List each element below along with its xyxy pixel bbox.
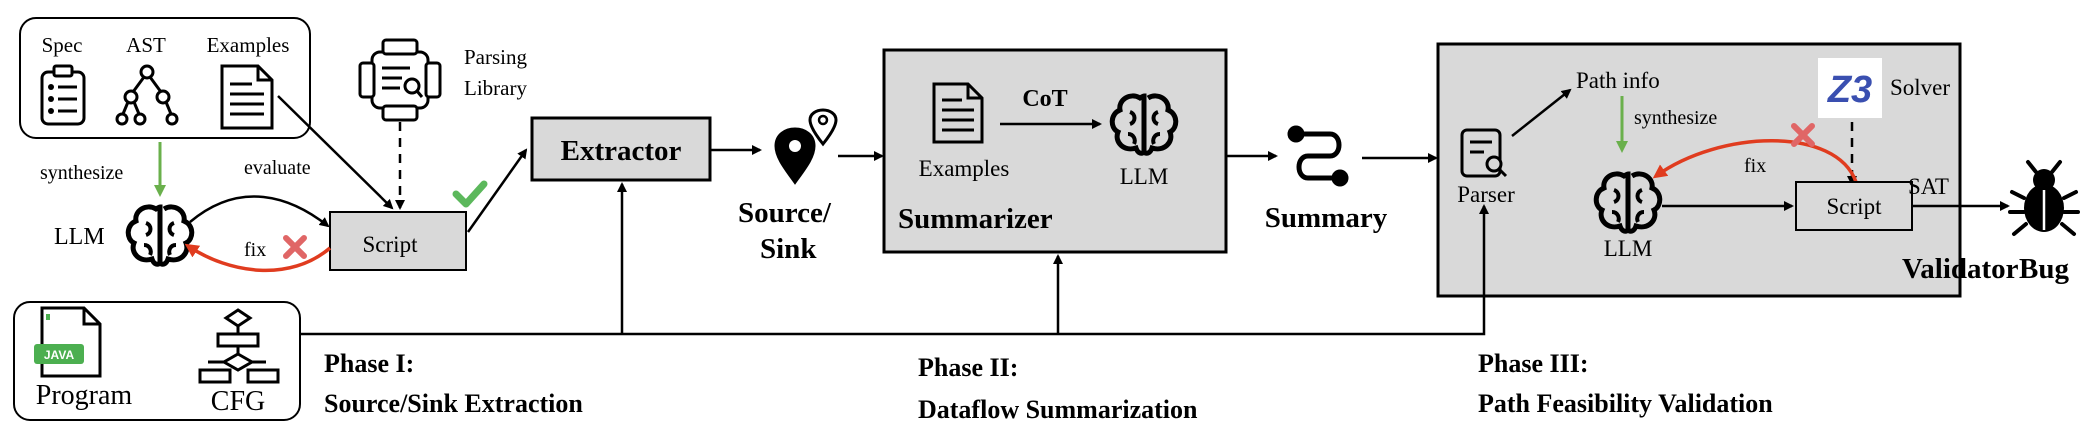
ast-label: AST [126,33,166,57]
source-sink-label-line1: Source/ [738,197,832,229]
summarizer-label: Summarizer [898,203,1053,235]
llm-brain-icon-phase1 [128,207,192,264]
validator-label: Validator [1902,253,2019,285]
phase3-caption-line2: Path Feasibility Validation [1478,389,1773,418]
fix-arrow-phase1 [184,243,332,273]
summarizer-llm-label: LLM [1120,164,1169,189]
phase1-caption-line1: Phase I: [324,349,414,378]
parsing-library-label-line2: Library [464,76,527,100]
cfg-flowchart-icon [198,308,280,384]
parser-label: Parser [1457,182,1515,207]
phase2-caption-line1: Phase II: [918,353,1018,382]
solver-label: Solver [1890,75,1950,100]
spec-icon [40,64,86,126]
summarizer-examples-label: Examples [919,156,1010,181]
examples-document-icon [932,82,984,144]
source-sink-label-line2: Sink [760,233,817,265]
evaluate-label: evaluate [244,157,311,179]
path-info-label: Path info [1576,68,1660,93]
phase3-caption-line1: Phase III: [1478,349,1589,378]
synthesize-label-phase3: synthesize [1634,107,1717,129]
cfg-label: CFG [211,386,265,417]
program-to-parser-connector [300,204,1489,336]
cot-label: CoT [1022,86,1067,112]
java-badge-label: JAVA [44,348,75,362]
location-pin-icon [774,108,838,185]
validator-llm-label: LLM [1604,236,1653,261]
z3-logo: Z3 [1827,69,1872,111]
examples-label: Examples [207,33,290,57]
ast-tree-icon [115,64,179,126]
phase2-caption-line2: Dataflow Summarization [918,395,1198,424]
route-path-icon [1287,125,1349,187]
script-label-phase1: Script [363,232,419,257]
parser-icon [1460,128,1508,178]
summary-label: Summary [1265,202,1388,234]
extractor-label: Extractor [561,135,682,167]
z3-logo-background [1818,58,1882,118]
knowledge-input-box [19,17,311,139]
cross-icon-phase3 [1791,123,1815,147]
bug-icon [2008,160,2080,236]
phase1-caption-line2: Source/Sink Extraction [324,389,583,418]
evaluate-arrow [277,95,394,210]
cross-icon-phase1 [283,235,307,259]
parser-to-pathinfo-arrow [1511,88,1572,137]
spec-label: Spec [42,33,83,57]
program-label: Program [36,380,133,411]
check-icon [452,180,488,208]
script-to-extractor-arrow [466,148,528,233]
sat-label: SAT [1908,174,1949,199]
document-icon [220,64,274,130]
synthesize-label: synthesize [40,162,123,184]
script-box-phase1 [329,211,467,271]
bug-label: Bug [2019,253,2069,285]
llm-label-phase1: LLM [54,224,105,250]
java-file-icon: JAVA [34,306,102,378]
llm-to-script-arrow [189,195,330,228]
script-box-phase3 [1795,181,1913,231]
script-label-phase3: Script [1827,194,1883,219]
parsing-library-icon [358,38,442,122]
fix-arrow-phase3 [1652,139,1858,183]
parsing-library-label-line1: Parsing [464,45,528,69]
fix-label-phase3: fix [1744,155,1766,177]
fix-label-phase1: fix [244,239,266,261]
